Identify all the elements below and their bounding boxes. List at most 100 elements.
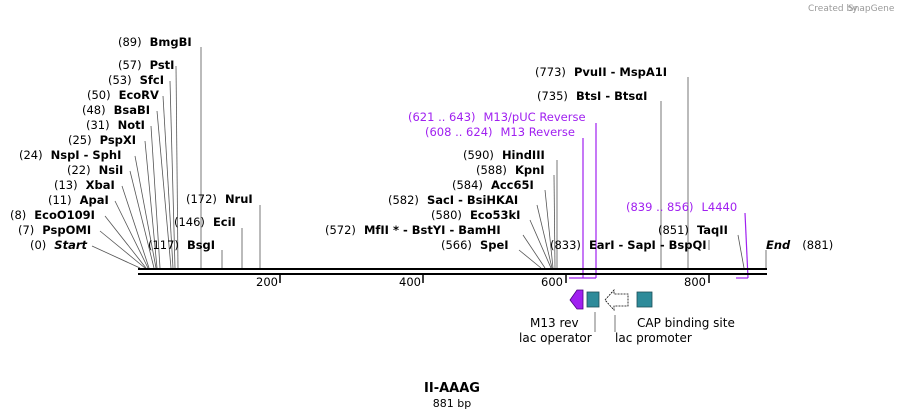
site-name: PvuII - MspA1I	[574, 65, 667, 79]
site-num: (833)	[550, 238, 581, 252]
created-by-label: Created by	[808, 4, 858, 14]
site-num: (146)	[174, 215, 205, 229]
site-name: NotI	[118, 118, 145, 132]
site-name: Eco53kI	[470, 208, 521, 222]
svg-text:(48)BsaBI: (48) BsaBI	[82, 103, 150, 117]
site-name: BmgBI	[150, 35, 192, 49]
site-leader-lines	[91, 47, 767, 269]
svg-text:(11)ApaI: (11) ApaI	[48, 193, 109, 207]
site-num: (584)	[452, 178, 483, 192]
tick-label-200: 200	[256, 275, 278, 289]
svg-text:(146)EciI: (146) EciI	[174, 215, 236, 229]
site-num: (0)	[30, 238, 46, 252]
primer-range: (621 .. 643)	[408, 110, 476, 124]
svg-text:(53)SfcI: (53) SfcI	[108, 73, 164, 87]
lac-operator-box[interactable]	[586, 291, 600, 308]
svg-text:(31)NotI: (31) NotI	[86, 118, 145, 132]
svg-text:(590)HindIII: (590) HindIII	[463, 148, 545, 162]
cap-binding-site-box[interactable]	[636, 291, 653, 308]
site-name: KpnI	[515, 163, 545, 177]
site-num: (773)	[535, 65, 566, 79]
site-name: Acc65I	[491, 178, 534, 192]
svg-text:(582)SacI - BsiHKAI: (582)SacI - BsiHKAI	[388, 193, 518, 207]
site-name: BsaBI	[114, 103, 150, 117]
site-num: (53)	[108, 73, 132, 87]
site-num: (11)	[48, 193, 72, 207]
site-name: SpeI	[480, 238, 509, 252]
site-name: SfcI	[140, 73, 164, 87]
feature-leader-lines	[594, 312, 616, 332]
site-num: (8)	[10, 208, 26, 222]
site-num: (22)	[67, 163, 91, 177]
site-name: EcoRV	[119, 88, 159, 102]
site-num: (31)	[86, 118, 110, 132]
map-length: 881 bp	[433, 397, 471, 410]
site-num: (25)	[68, 133, 92, 147]
svg-text:(50)EcoRV: (50) EcoRV	[87, 88, 159, 102]
svg-text:(22)NsiI: (22) NsiI	[67, 163, 123, 177]
tick-label-800: 800	[684, 275, 706, 289]
site-name: NsiI	[99, 163, 124, 177]
site-num: (50)	[87, 88, 111, 102]
primer-range: (839 .. 856)	[626, 200, 694, 214]
site-num: (172)	[186, 192, 217, 206]
svg-text:(584)Acc65I: (584) Acc65I	[452, 178, 534, 192]
site-name: BsgI	[187, 238, 215, 252]
svg-text:(24)NspI - SphI: (24) NspI - SphI	[19, 148, 121, 162]
ruler-ticks	[279, 275, 710, 283]
svg-text:(7)PspOMI: (7)PspOMI	[18, 223, 91, 237]
site-name: TaqII	[697, 223, 728, 237]
svg-text:(735)BtsI - BtsαI: (735)BtsI - BtsαI	[537, 89, 647, 103]
primer-name: L4440	[702, 200, 738, 214]
primer-lines	[569, 123, 749, 279]
site-labels-left: (89) BmgBI (57) PstI (53) SfcI (50) EcoRV (4…	[10, 35, 253, 252]
svg-text:End(881): End(881)	[766, 238, 833, 252]
site-name: NspI - SphI	[51, 148, 122, 162]
svg-text:(588)KpnI: (588) KpnI	[476, 163, 545, 177]
svg-text:(851)TaqII: (851) TaqII	[658, 223, 728, 237]
feature-label-m13-rev: M13 rev	[530, 316, 579, 330]
feature-label-cap-binding-site: CAP binding site	[637, 316, 735, 330]
site-num: (57)	[118, 58, 142, 72]
primer-labels: (621 .. 643)M13/pUC Reverse (608 .. 624)…	[408, 110, 737, 214]
svg-text:(566)SpeI: (566) SpeI	[441, 238, 509, 252]
site-name: PspXI	[100, 133, 136, 147]
site-name: NruI	[225, 192, 253, 206]
site-num: (851)	[658, 223, 689, 237]
primer-range: (608 .. 624)	[425, 125, 493, 139]
feature-label-lac-promoter: lac promoter	[615, 331, 692, 345]
site-num: (580)	[431, 208, 462, 222]
lac-promoter-arrow[interactable]	[604, 288, 629, 312]
site-name: HindIII	[502, 148, 545, 162]
feature-label-lac-operator: lac operator	[519, 331, 592, 345]
site-num: (117)	[148, 238, 179, 252]
site-num: (48)	[82, 103, 106, 117]
site-num: (24)	[19, 148, 43, 162]
site-num: (735)	[537, 89, 568, 103]
site-num: (7)	[18, 223, 34, 237]
svg-text:(608 .. 624)M13 Reverse: (608 .. 624)M13 Reverse	[425, 125, 575, 139]
svg-text:(8)EcoO109I: (8)EcoO109I	[10, 208, 95, 222]
site-name: EciI	[213, 215, 236, 229]
site-name-start: Start	[54, 238, 87, 252]
dna-backbone	[138, 268, 767, 275]
site-labels-right: (773) PvuII - MspA1I (735)BtsI - BtsαI (5…	[325, 65, 833, 252]
site-name: XbaI	[86, 178, 115, 192]
site-name: MfII * - BstYI - BamHI	[364, 223, 501, 237]
svg-text:(57)PstI: (57) PstI	[118, 58, 174, 72]
site-num: (590)	[463, 148, 494, 162]
site-name-end: End	[766, 238, 791, 252]
site-num: (588)	[476, 163, 507, 177]
tick-label-400: 400	[399, 275, 421, 289]
site-num: (89)	[118, 35, 142, 49]
svg-text:(621 .. 643)M13/pUC Reverse: (621 .. 643)M13/pUC Reverse	[408, 110, 586, 124]
site-name: ApaI	[80, 193, 109, 207]
map-title: II-AAAG	[424, 381, 480, 396]
site-num: (566)	[441, 238, 472, 252]
svg-text:(89)BmgBI: (89) BmgBI	[118, 35, 192, 49]
m13-rev-arrow[interactable]	[569, 289, 584, 310]
site-name: PstI	[150, 58, 175, 72]
site-name: EarI - SapI - BspQI	[589, 238, 707, 252]
snapgene-brand: SnapGene	[848, 4, 895, 14]
